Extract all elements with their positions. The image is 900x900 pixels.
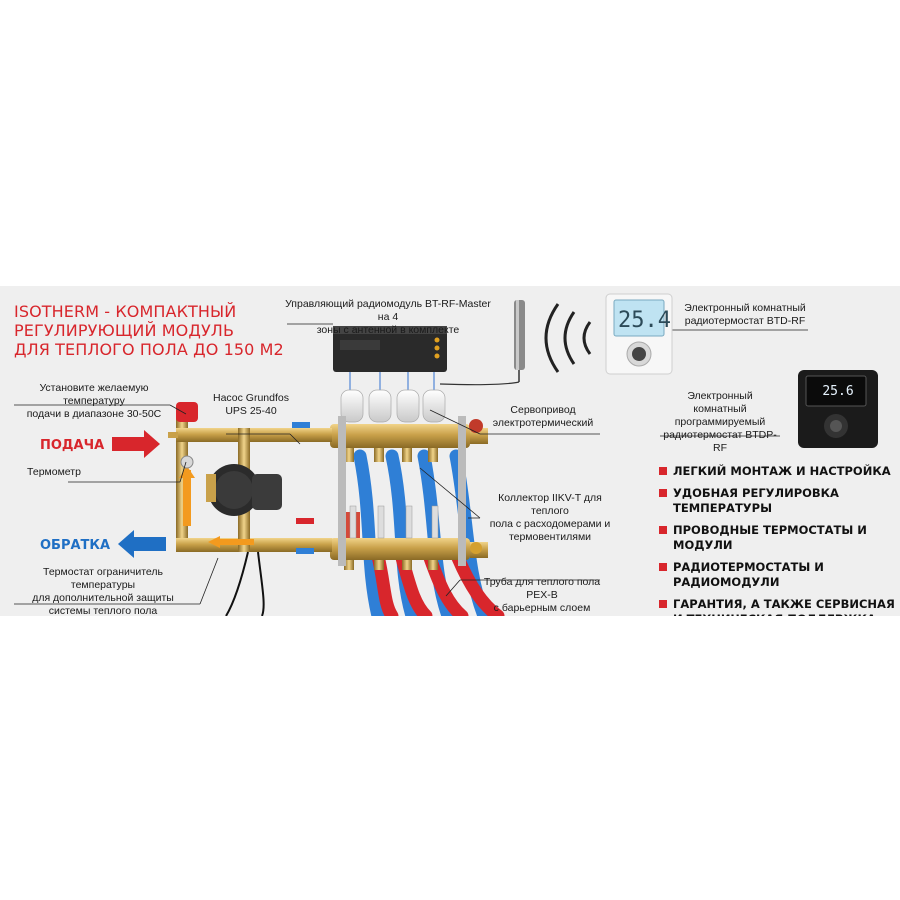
title-line: ДЛЯ ТЕПЛОГО ПОЛА ДО 150 М2 [14,340,284,359]
pump-icon [206,464,282,516]
feature-item: ПРОВОДНЫЕ ТЕРМОСТАТЫ И МОДУЛИ [659,523,899,553]
caption-line: Труба для теплого пола PEX-B [483,576,601,601]
radio-waves-icon [544,303,592,373]
feature-item: РАДИОТЕРМОСТАТЫ И РАДИОМОДУЛИ [659,560,899,590]
caption-line: Управляющий радиомодуль BT-RF-Master на … [285,298,491,323]
supply-manifold [330,419,488,462]
caption-line: термовентилями [508,531,592,543]
pump-caption: Насос Grundfos UPS 25-40 [206,392,296,418]
caption-line: для дополнительной защиты [32,592,174,604]
caption-line: зоны с антенной в комплекте [316,324,460,336]
caption-line: радиотермостат BTD-RF [684,315,806,327]
antenna-icon [439,300,525,386]
feature-item: ГАРАНТИЯ, А ТАКЖЕ СЕРВИСНАЯ И ТЕХНИЧЕСКА… [659,597,899,616]
product-banner: ISOTHERM - КОМПАКТНЫЙ РЕГУЛИРУЮЩИЙ МОДУЛ… [0,286,900,616]
title-line: ISOTHERM - КОМПАКТНЫЙ [14,302,237,321]
thermometer-caption: Термометр [24,466,84,479]
feature-list: ЛЕГКИЙ МОНТАЖ И НАСТРОЙКА УДОБНАЯ РЕГУЛИ… [659,464,899,616]
feature-item: ЛЕГКИЙ МОНТАЖ И НАСТРОЙКА [659,464,899,479]
btdp-rf-thermostat [798,370,878,448]
caption-line: Электронный комнатный [684,302,806,314]
radio-module-box [333,326,447,390]
thermo-rf-caption: Электронный комнатный радиотермостат BTD… [680,302,810,328]
caption-line: Коллектор IIKV-T для теплого [498,492,602,517]
banner-title: ISOTHERM - КОМПАКТНЫЙ РЕГУЛИРУЮЩИЙ МОДУЛ… [14,302,284,359]
caption-line: электротермический [492,417,594,429]
supply-label: ПОДАЧА [40,438,105,453]
thermometer-icon [180,455,194,469]
caption-line: Термостат ограничитель температуры [43,566,163,591]
leader-lines [14,323,808,605]
btd-display-reading: 25.4 [618,308,671,333]
title-line: РЕГУЛИРУЮЩИЙ МОДУЛЬ [14,321,235,340]
supply-arrow-icon [112,430,160,458]
caption-line: Термометр [27,466,81,478]
caption-line: Установите желаемую температуру [39,382,149,407]
caption-line: Электронный комнатный [687,390,753,415]
collector-caption: Коллектор IIKV-T для теплого пола с расх… [480,492,620,544]
btdp-display-reading: 25.6 [822,384,854,399]
temp-set-caption: Установите желаемую температуру подачи в… [14,382,174,421]
servo-actuators [340,389,446,423]
mixing-group [168,402,332,616]
caption-line: программируемый [674,416,766,428]
caption-line: радиотермостат BTDP-RF [663,429,777,454]
servo-caption: Сервопривод электротермический [486,404,600,430]
pipe-caption: Труба для теплого пола PEX-B с барьерным… [476,576,608,615]
caption-line: с барьерным слоем [493,602,591,614]
thermo-prog-caption: Электронный комнатный программируемый ра… [660,390,780,455]
radio-module-caption: Управляющий радиомодуль BT-RF-Master на … [282,298,494,337]
caption-line: подачи в диапазоне 30-50С [26,408,162,420]
btd-rf-thermostat [605,293,673,375]
feature-item: УДОБНАЯ РЕГУЛИРОВКА ТЕМПЕРАТУРЫ [659,486,899,516]
caption-line: системы теплого пола [48,605,158,616]
system-diagram [14,293,878,616]
caption-line: Сервопривод [510,404,576,416]
caption-line: UPS 25-40 [225,405,277,417]
return-label: ОБРАТКА [40,538,111,553]
caption-line: Насос Grundfos [213,392,289,404]
limiter-caption: Термостат ограничитель температуры для д… [10,566,196,616]
return-arrow-icon [118,530,166,558]
caption-line: пола с расходомерами и [489,518,611,530]
